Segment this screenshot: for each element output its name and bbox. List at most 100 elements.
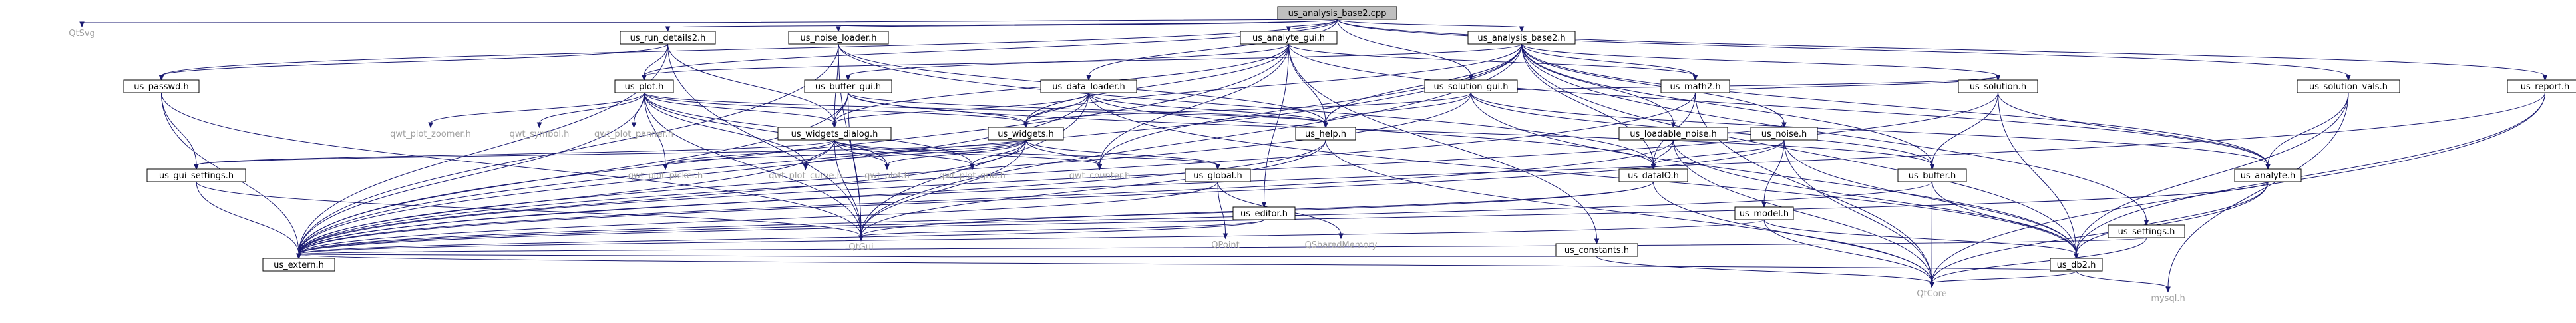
node-solution_vals[interactable]: us_solution_vals.h [2297,79,2400,93]
node-box [1958,79,2038,93]
node-plot_grid: qwt_plot_grid.h [939,171,1006,181]
arrowhead-root-to-solution_vals [2346,75,2351,81]
edge-root-to-qtsvg [81,19,1338,23]
edge-noise-to-db2 [1783,139,2077,255]
edge-help-to-qtgui [860,139,1326,237]
node-loadable_noise[interactable]: us_loadable_noise.h [1618,127,1728,141]
edge-analysis_base2-to-solution [1521,43,1998,77]
edge-root-to-report [1337,19,2545,77]
edge-widgets-to-gui_settings [196,139,1026,166]
edge-solution-to-analyte [1998,92,2269,166]
edge-analysis_base2-to-db2 [1521,43,2077,255]
node-global[interactable]: us_global.h [1185,168,1251,182]
node-box [1232,206,1296,220]
edge-solution_vals-to-analyte [2267,92,2349,166]
edge-data_loader-to-help [1088,92,1326,124]
node-analysis_base2[interactable]: us_analysis_base2.h [1467,31,1576,45]
node-plot_picker: qwt_plot_picker.h [628,171,703,181]
arrowhead-db2-to-extern [296,253,301,260]
edge-analyte_gui-to-widgets [1025,43,1289,124]
arrowhead-run_details2-to-passwd [158,75,164,81]
node-label: us_editor.h [1240,209,1288,219]
node-gui_settings[interactable]: us_gui_settings.h [146,168,246,182]
node-noise[interactable]: us_noise.h [1750,127,1818,141]
edge-analysis_base2-to-loadable_noise [1521,43,1674,124]
node-box [1897,168,1967,182]
node-db2[interactable]: us_db2.h [2050,258,2103,272]
node-math2[interactable]: us_math2.h [1660,79,1730,93]
node-run_details2[interactable]: us_run_details2.h [620,31,716,45]
edge-data_loader-to-qtgui [860,92,1089,237]
edge-run_details2-to-widgets_dialog [667,43,835,124]
arrowhead-dataio-to-qtgui [858,235,864,242]
edge-solution_gui-to-widgets [1025,92,1471,124]
node-root[interactable]: us_analysis_base2.cpp [1277,6,1397,20]
node-model[interactable]: us_model.h [1734,206,1794,220]
node-settings[interactable]: us_settings.h [2108,224,2185,238]
node-analyte_gui[interactable]: us_analyte_gui.h [1240,31,1338,45]
edge-model-to-db2 [1763,219,2077,255]
arrowhead-widgets-to-qwt_plot [884,164,890,170]
arrowhead-data_loader-to-widgets_dialog [832,122,837,129]
edge-run_details2-to-plot [644,43,668,77]
edge-settings-to-extern [298,237,2147,255]
edge-dataio-to-extern [298,181,1654,255]
node-box [1555,243,1638,257]
node-label: QPoint [1211,240,1240,250]
node-extern[interactable]: us_extern.h [262,258,335,272]
node-buffer[interactable]: us_buffer.h [1897,168,1967,182]
edge-analysis_base2-to-settings [1521,43,2147,222]
edge-solution_gui-to-analyte [1471,92,2269,166]
edge-noise-to-qtcore [1783,139,1932,284]
edge-noise-to-dataio [1653,139,1785,166]
edge-global-to-qpoint [1217,181,1226,235]
node-box [2108,224,2185,238]
node-qsharedmemory: QSharedMemory [1305,240,1378,250]
node-solution_gui[interactable]: us_solution_gui.h [1424,79,1518,93]
node-box [123,79,200,93]
node-box [1240,31,1338,45]
node-box [777,127,892,141]
node-box [146,168,246,182]
arrowhead-plot-to-qwt_symbol [536,122,542,129]
node-plot_curve: qwt_plot_curve.h [769,171,842,181]
node-box [1750,127,1818,141]
node-label: us_loadable_noise.h [1630,129,1717,139]
node-report[interactable]: us_report.h [2507,79,2576,93]
node-passwd[interactable]: us_passwd.h [123,79,200,93]
arrowhead-db2-to-qtcore [1929,282,1934,288]
edge-solution_gui-to-help [1325,92,1471,124]
node-widgets[interactable]: us_widgets.h [988,127,1064,141]
node-box [1618,127,1728,141]
node-solution[interactable]: us_solution.h [1958,79,2038,93]
node-noise_loader[interactable]: us_noise_loader.h [788,31,889,45]
node-editor[interactable]: us_editor.h [1232,206,1296,220]
node-label: QtSvg [69,29,95,39]
edge-loadable_noise-to-db2 [1673,139,2077,255]
arrowhead-widgets-to-counter [1097,164,1103,170]
arrowhead-solution_gui-to-help [1323,122,1328,129]
edge-widgets-to-counter [1025,139,1100,166]
arrowhead-widgets-to-plot_curve [803,164,809,170]
node-plot[interactable]: us_plot.h [614,79,674,93]
node-label: qwt_plot_zoomer.h [390,129,471,139]
node-label: us_analysis_base2.cpp [1288,9,1387,19]
node-constants[interactable]: us_constants.h [1555,243,1638,257]
arrowhead-analysis_base2-to-math2 [1692,75,1698,81]
arrowhead-root-to-run_details2 [665,26,671,33]
edge-math2-to-solution [1695,75,1998,93]
node-widgets_dialog[interactable]: us_widgets_dialog.h [777,127,892,141]
arrowhead-analysis_base2-to-plot [642,75,647,81]
node-buffer_gui[interactable]: us_buffer_gui.h [804,79,892,93]
node-label: us_report.h [2521,82,2570,92]
node-help[interactable]: us_help.h [1295,127,1356,141]
node-label: us_noise.h [1761,129,1807,139]
edge-help-to-qtcore [1325,139,1932,284]
node-dataio[interactable]: us_dataIO.h [1618,168,1688,182]
edge-widgets_dialog-to-global [834,139,1218,166]
node-analyte[interactable]: us_analyte.h [2234,168,2302,182]
edge-db2-to-extern [298,254,2077,272]
arrowhead-analysis_base2-to-settings [2143,220,2149,226]
node-data_loader[interactable]: us_data_loader.h [1040,79,1137,93]
